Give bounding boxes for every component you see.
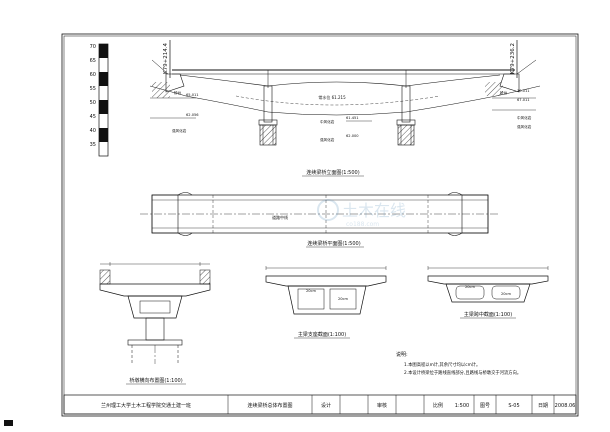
pier-section-title: 桥墩横向布置图(1:100) <box>129 377 182 384</box>
pier-label: 中风化岩 <box>320 119 335 124</box>
right-label: 强风化岩 <box>517 124 532 129</box>
ruler-tick: 55 <box>90 86 96 92</box>
pier-label: 61.451 <box>346 116 359 120</box>
scale-label: 比例 <box>433 402 443 409</box>
ruler-tick: 50 <box>90 100 96 106</box>
cell-label: 20cm <box>465 285 476 289</box>
water-level-label: 常水位 61.215 <box>318 94 346 100</box>
support-section: 20cm 20cm 主梁支座截面(1:100) <box>265 266 387 339</box>
design-label: 设计 <box>321 402 331 409</box>
left-label: 桥台 <box>174 90 182 95</box>
left-label: 65.011 <box>186 93 199 97</box>
notes: 说明: 1.本图高程以m计,其余尺寸均以cm计。 2.本设计桥梁位于路线直线部分… <box>396 351 521 376</box>
right-label: 桥台 <box>500 90 508 95</box>
plan-title: 连续梁桥平面图(1:500) <box>307 240 360 247</box>
midspan-section: 20cm 20cm 主梁跨中截面(1:100) <box>427 266 549 319</box>
pier-label: 强风化岩 <box>320 137 335 142</box>
support-section-title: 主梁支座截面(1:100) <box>298 331 346 338</box>
elevation-scale-ruler: 70 65 60 55 50 45 40 35 <box>90 43 109 157</box>
sheet-value: S-05 <box>508 403 519 409</box>
right-label: 67.011 <box>517 98 530 102</box>
watermark: 土木在线 co188.com <box>317 199 406 228</box>
date-label: 日期 <box>538 403 548 409</box>
drawing-name: 连续梁桥总体布置图 <box>247 402 292 409</box>
left-station-label: K79+214.4 <box>163 43 169 74</box>
cell-label: 20cm <box>338 297 349 301</box>
note-item: 2.本设计桥梁位于路线直线部分,且路线与桥墩交于河流方向。 <box>404 369 521 376</box>
title-block: 兰州理工大学土木工程学院交通土建一班 连续梁桥总体布置图 设计 审核 比例 1:… <box>63 394 577 415</box>
bridge-plan-view: 道路中线 连续梁桥平面图(1:500) <box>140 192 500 248</box>
ruler-tick: 70 <box>90 44 96 50</box>
ruler-tick: 40 <box>90 128 96 134</box>
sheet-label: 图号 <box>480 403 490 409</box>
elevation-title: 连续梁桥立面图(1:500) <box>306 169 359 176</box>
watermark-text: 土木在线 <box>342 201 406 220</box>
right-station-label: K79+236.2 <box>510 43 516 74</box>
corner-mark <box>4 420 13 426</box>
scale-value: 1:500 <box>455 403 469 409</box>
pier-cross-section: 桥墩横向布置图(1:100) <box>99 262 211 385</box>
right-label: 中风化岩 <box>517 115 532 120</box>
pier-label: 62.000 <box>346 134 359 138</box>
note-item: 1.本图高程以m计,其余尺寸均以cm计。 <box>404 361 480 368</box>
ruler-tick: 60 <box>90 72 96 78</box>
review-label: 审核 <box>377 402 387 409</box>
ruler-tick: 45 <box>90 114 96 120</box>
midspan-section-title: 主梁跨中截面(1:100) <box>464 311 512 318</box>
ruler-tick: 65 <box>90 58 96 64</box>
school-name: 兰州理工大学土木工程学院交通土建一班 <box>101 402 191 409</box>
notes-heading: 说明: <box>396 351 408 358</box>
centerline-label: 道路中线 <box>272 214 288 220</box>
left-label: 62.056 <box>186 113 199 117</box>
left-label: 强风化岩 <box>172 128 187 133</box>
right-label: 70.011 <box>517 89 530 93</box>
cell-label: 20cm <box>501 292 512 296</box>
watermark-sub: co188.com <box>346 221 379 228</box>
bridge-elevation-view: K79+214.4 K79+236.2 常水位 61.215 <box>149 40 541 177</box>
ruler-tick: 35 <box>90 142 96 148</box>
outer-frame <box>61 33 579 417</box>
cell-label: 20cm <box>306 289 317 293</box>
date-value: 2008.06 <box>555 403 576 409</box>
